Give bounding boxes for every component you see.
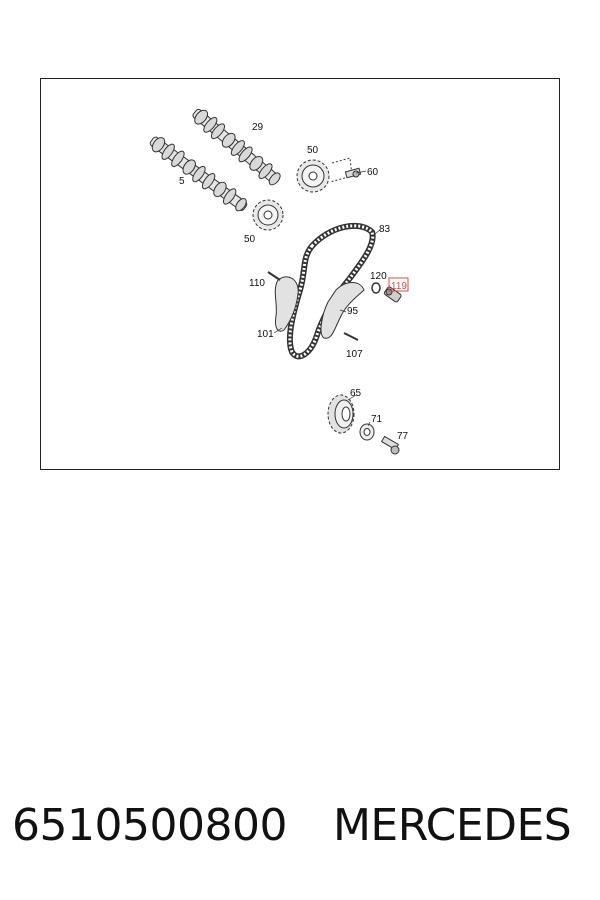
label-50-lower: 50	[244, 234, 256, 245]
bolt-60	[329, 157, 362, 183]
label-95: 95	[347, 306, 359, 317]
part-number: 6510500800	[12, 800, 287, 851]
brand-name: MERCEDES	[332, 800, 572, 851]
leader-lines	[273, 170, 381, 427]
label-5: 5	[179, 176, 185, 187]
timing-chain-exploded-diagram: 29 5 50 60 50 83 120 119 110 95 101 107 …	[149, 108, 409, 455]
pin-107	[343, 332, 359, 341]
bolt-77	[380, 435, 400, 455]
tensioner-rail-95	[320, 282, 365, 339]
sprocket-50-upper	[296, 159, 330, 193]
camshaft-29	[192, 108, 281, 186]
label-101: 101	[257, 329, 274, 340]
label-71: 71	[371, 414, 383, 425]
label-119-highlighted[interactable]: 119	[391, 281, 407, 292]
crank-sprocket-65	[327, 394, 355, 434]
label-110: 110	[249, 278, 265, 289]
label-77: 77	[397, 431, 409, 442]
diagram-frame	[40, 78, 560, 470]
label-120: 120	[370, 271, 387, 282]
washer-71	[359, 423, 375, 441]
label-50-upper: 50	[307, 145, 319, 156]
label-65: 65	[350, 388, 362, 399]
label-60: 60	[367, 167, 379, 178]
camshaft-5	[149, 136, 248, 212]
guide-rail-101	[274, 276, 299, 332]
seal-ring-120	[371, 282, 381, 294]
timing-chain-83	[286, 222, 376, 360]
part-caption: 6510500800 MERCEDES	[12, 800, 592, 870]
label-83: 83	[379, 224, 391, 235]
sprocket-50-lower	[252, 199, 284, 231]
pin-110	[267, 271, 281, 281]
label-107: 107	[346, 349, 363, 360]
label-29: 29	[252, 122, 264, 133]
highlight-box-119	[388, 277, 409, 292]
